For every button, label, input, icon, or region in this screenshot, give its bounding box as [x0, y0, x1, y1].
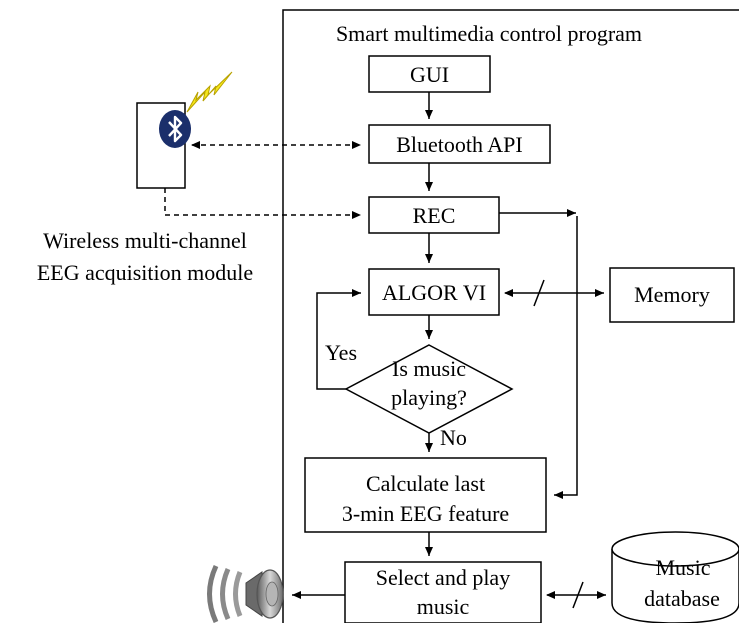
lightning-icon	[186, 71, 233, 113]
eeg-module-label-1: Wireless multi-channel	[43, 228, 247, 253]
program-title: Smart multimedia control program	[336, 21, 642, 46]
program-boundary	[282, 9, 739, 623]
calculate-label-1: Calculate last	[366, 471, 485, 496]
rec-label: REC	[413, 203, 456, 228]
decision-label-2: playing?	[391, 385, 467, 410]
eeg-module	[136, 71, 233, 189]
gui-label: GUI	[410, 62, 449, 87]
gui-box	[368, 55, 491, 93]
bluetooth-icon	[159, 110, 191, 148]
select-play-label-2: music	[417, 594, 470, 619]
memory-label: Memory	[634, 282, 710, 307]
yes-label: Yes	[325, 340, 357, 365]
select-play-box	[344, 561, 542, 623]
yes-loop-arrow	[316, 289, 361, 390]
no-label: No	[440, 425, 467, 450]
bluetooth-api-box	[368, 124, 551, 164]
eeg-to-rec-arrow	[164, 188, 361, 219]
decision-label-1: Is music	[392, 356, 466, 381]
database-label-2: database	[644, 586, 720, 611]
bluetooth-api-label: Bluetooth API	[396, 132, 523, 157]
algor-memory-slash	[533, 279, 545, 307]
eeg-module-label-2: EEG acquisition module	[37, 260, 253, 285]
algor-vi-box	[368, 268, 500, 316]
algor-vi-label: ALGOR VI	[382, 280, 486, 305]
calculate-box	[304, 457, 547, 533]
database-label-1: Music	[656, 555, 711, 580]
rec-box	[368, 196, 500, 234]
calculate-label-2: 3-min EEG feature	[342, 501, 509, 526]
music-database-icon	[611, 531, 739, 623]
memory-box	[609, 267, 735, 323]
select-database-slash	[572, 581, 584, 609]
select-play-label-1: Select and play	[376, 565, 510, 590]
speaker-icon	[207, 564, 284, 623]
rec-to-calc-arrow	[554, 216, 578, 499]
